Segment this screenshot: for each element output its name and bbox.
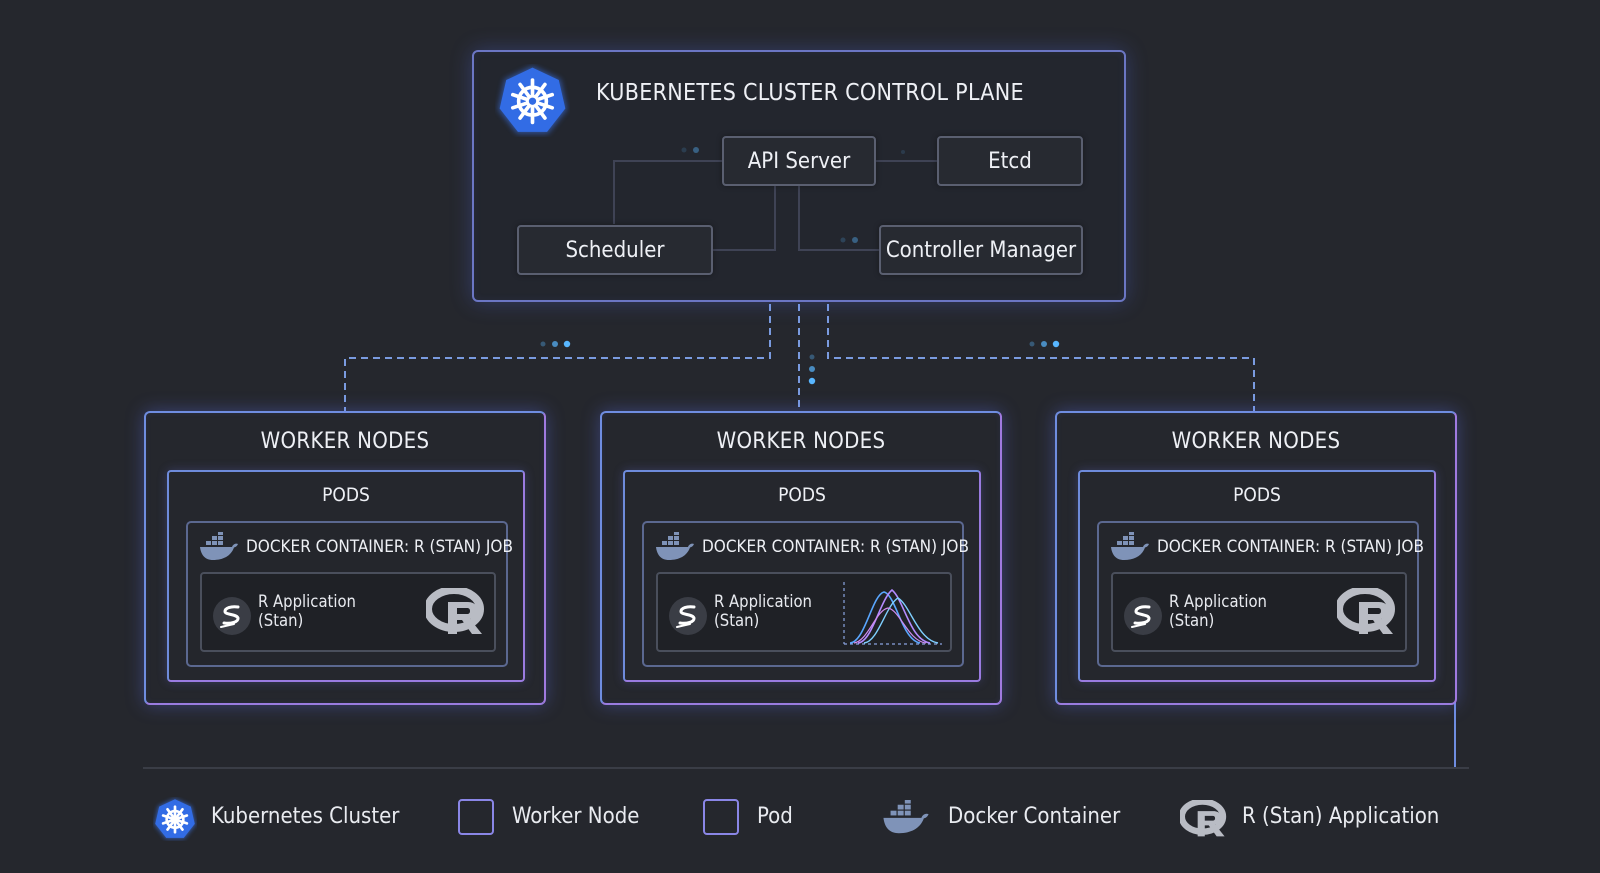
app-label: R Application (Stan) [714,592,812,630]
container-title: DOCKER CONTAINER: R (STAN) JOB [246,537,513,557]
controller-manager-label: Controller Manager [885,237,1077,263]
legend-docker-label: Docker Container [948,804,1121,829]
link-worker-1 [344,304,771,411]
stan-icon [1124,597,1162,635]
r-application[interactable]: R Application (Stan) [1111,572,1407,652]
container-title: DOCKER CONTAINER: R (STAN) JOB [702,537,969,557]
flow-dots-center [808,354,816,385]
pod-title: PODS [322,484,370,506]
stan-icon [669,597,707,635]
legend-divider [143,767,1469,769]
pod-title: PODS [778,484,826,506]
pod[interactable]: PODS DOCKER CONTAINER: R (STAN) JOB R Ap… [1078,470,1436,682]
r-application[interactable]: R Application (Stan) [656,572,952,652]
pod[interactable]: PODS DOCKER CONTAINER: R (STAN) JOB R Ap… [167,470,525,682]
legend-pod-swatch [703,799,739,835]
flow-dots-right [1029,340,1060,348]
legend-kubernetes-label: Kubernetes Cluster [211,804,400,829]
link-worker-3 [827,304,1255,411]
pod-title: PODS [1233,484,1281,506]
worker-node-2[interactable]: WORKER NODES PODS DOCKER CONTAINER: R (S… [600,411,1002,705]
worker-node-1[interactable]: WORKER NODES PODS DOCKER CONTAINER: R (S… [144,411,546,705]
api-server-box[interactable]: API Server [722,136,876,186]
app-label-line2: (Stan) [714,611,760,630]
docker-whale-icon [656,532,694,560]
legend-r-app-label: R (Stan) Application [1242,804,1440,829]
control-plane-title: KUBERNETES CLUSTER CONTROL PLANE [596,80,1024,106]
app-label-line2: (Stan) [258,611,304,630]
worker-node-title: WORKER NODES [260,429,430,454]
r-application[interactable]: R Application (Stan) [200,572,496,652]
posterior-density-plot-icon [843,582,942,645]
worker-node-title: WORKER NODES [716,429,886,454]
stan-icon [213,597,251,635]
worker-node-3[interactable]: WORKER NODES PODS DOCKER CONTAINER: R (S… [1055,411,1457,705]
app-label: R Application (Stan) [1169,592,1267,630]
app-label-line1: R Application [1169,592,1267,611]
legend-docker-icon [883,800,929,834]
app-label-line1: R Application [714,592,812,611]
etcd-box[interactable]: Etcd [937,136,1083,186]
legend-kubernetes-icon [154,798,196,839]
scheduler-box[interactable]: Scheduler [517,225,713,275]
docker-container[interactable]: DOCKER CONTAINER: R (STAN) JOB R Applica… [1097,521,1424,667]
etcd-label: Etcd [988,148,1032,174]
docker-container[interactable]: DOCKER CONTAINER: R (STAN) JOB R Applica… [642,521,969,667]
docker-whale-icon [1111,532,1149,560]
api-server-label: API Server [747,148,851,174]
worker-node-title: WORKER NODES [1171,429,1341,454]
docker-whale-icon [200,532,238,560]
r-logo-icon [426,588,484,634]
legend-worker-node-swatch [458,799,494,835]
flow-dots-left [540,340,571,348]
docker-container[interactable]: DOCKER CONTAINER: R (STAN) JOB R Applica… [186,521,513,667]
container-title: DOCKER CONTAINER: R (STAN) JOB [1157,537,1424,557]
scheduler-label: Scheduler [565,237,665,263]
kubernetes-logo-icon [498,66,567,134]
controller-manager-box[interactable]: Controller Manager [879,225,1083,275]
app-label-line1: R Application [258,592,356,611]
legend-worker-node-label: Worker Node [512,804,640,829]
r-logo-icon [1337,588,1395,634]
legend-r-logo-icon [1180,800,1227,837]
pod[interactable]: PODS DOCKER CONTAINER: R (STAN) JOB R Ap… [623,470,981,682]
app-label-line2: (Stan) [1169,611,1215,630]
legend-pod-label: Pod [757,804,793,829]
app-label: R Application (Stan) [258,592,356,630]
